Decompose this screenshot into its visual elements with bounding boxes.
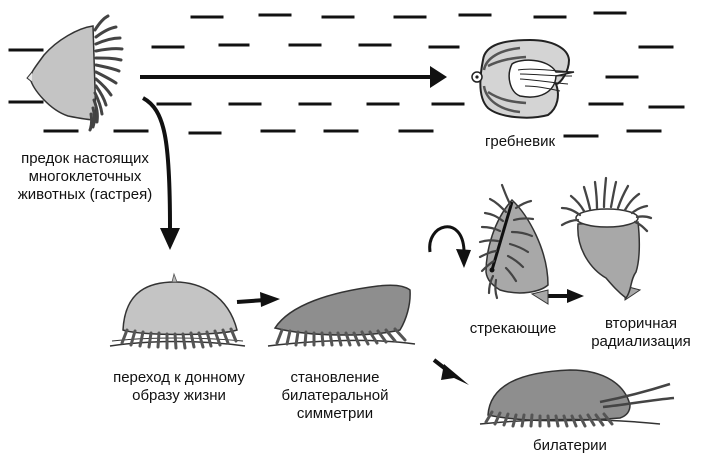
label-line: билатерии [533,437,607,454]
label-line: становление [290,369,380,386]
arrow-down [141,96,172,229]
label-line: предок настоящих [21,150,149,167]
label-bilateral: становление билатеральной симметрии [270,369,400,423]
label-cnidarians: стрекающие [458,320,568,338]
label-benthic: переход к донному образу жизни [100,369,258,405]
ctenophore [471,38,575,119]
label-line: симметрии [296,405,374,422]
arrow-to-bilateral [236,298,266,304]
label-line: образу жизни [132,387,226,404]
label-ctenophore: гребневик [470,133,570,151]
label-radialization: вторичная радиализация [582,315,700,351]
label-line: гребневик [484,133,556,150]
label-line: вторичная [605,315,677,332]
gastraea-ancestor [26,14,124,132]
bilaterian [479,369,675,428]
benthic-gastraea [109,272,246,350]
label-line: билатеральной [281,387,389,404]
label-line: животных (гастрея) [17,186,153,203]
arrowheads [160,66,584,385]
curved-arrow [428,225,466,253]
label-line: радиализация [591,333,691,350]
label-line: многоклеточных [28,168,142,185]
label-bilaterians: билатерии [520,437,620,455]
water-dashes [8,11,685,138]
cnidarian-polyp [478,183,549,305]
bilateral-form [267,284,416,347]
radial-polyp [560,176,653,301]
arrows [140,75,572,376]
label-ancestor: предок настоящих многоклеточных животных… [6,150,164,204]
label-line: стрекающие [469,320,557,337]
label-line: переход к донному [113,369,245,386]
